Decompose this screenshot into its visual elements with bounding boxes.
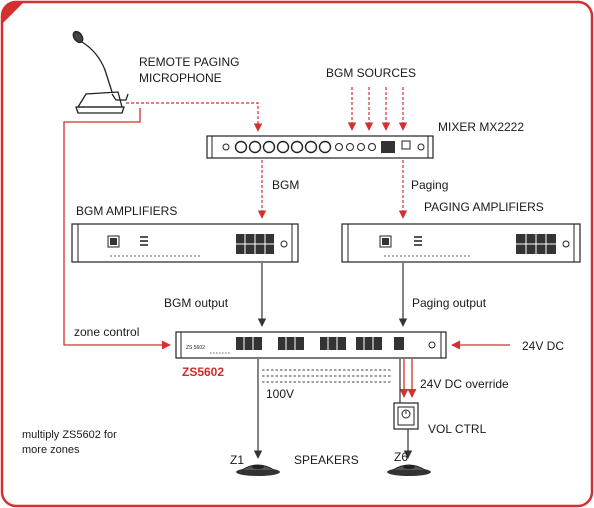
zone-control-label: zone control xyxy=(74,325,140,339)
dc24-label: 24V DC xyxy=(522,339,565,353)
speaker-z6-icon xyxy=(387,464,431,476)
dc-override-label: 24V DC override xyxy=(420,377,509,391)
volume-control-unit xyxy=(393,402,419,430)
bgm-sources-label: BGM SOURCES xyxy=(326,66,417,80)
bgm-amplifiers-label: BGM AMPLIFIERS xyxy=(76,204,178,218)
multiply-note-line2: more zones xyxy=(22,444,80,456)
voltage-100v-label: 100V xyxy=(266,387,295,401)
multiply-note-line1: multiply ZS5602 for xyxy=(22,429,117,441)
paging-amplifiers-label: PAGING AMPLIFIERS xyxy=(424,200,544,214)
zs-panel-text: ZS 5602 xyxy=(186,345,205,351)
zone-selector-unit xyxy=(175,331,447,359)
zs-model-label: ZS5602 xyxy=(182,365,225,379)
mic-label-line1: REMOTE PAGING xyxy=(139,55,240,69)
mixer-label: MIXER MX2222 xyxy=(438,120,525,134)
zone-control-line xyxy=(63,108,171,350)
mic-to-mixer-line xyxy=(126,102,263,132)
paging-microphone-icon xyxy=(72,30,129,114)
paging-output-label: Paging output xyxy=(412,296,487,310)
vol-ctrl-label: VOL CTRL xyxy=(428,422,487,436)
paging-label: Paging xyxy=(411,178,449,192)
mixer-unit xyxy=(206,135,434,159)
zone-z1-label: Z1 xyxy=(230,453,245,467)
mic-label-line2: MICROPHONE xyxy=(139,71,222,85)
speaker-z1-icon xyxy=(236,464,280,476)
frame-corner-tab xyxy=(2,2,24,24)
bgm-output-label: BGM output xyxy=(164,296,229,310)
bgm-label: BGM xyxy=(272,178,300,192)
speakers-label: SPEAKERS xyxy=(294,453,359,467)
bgm-amplifier-unit xyxy=(71,223,299,263)
zone-z6-label: Z6 xyxy=(394,450,409,464)
paging-amplifier-unit xyxy=(341,223,581,263)
